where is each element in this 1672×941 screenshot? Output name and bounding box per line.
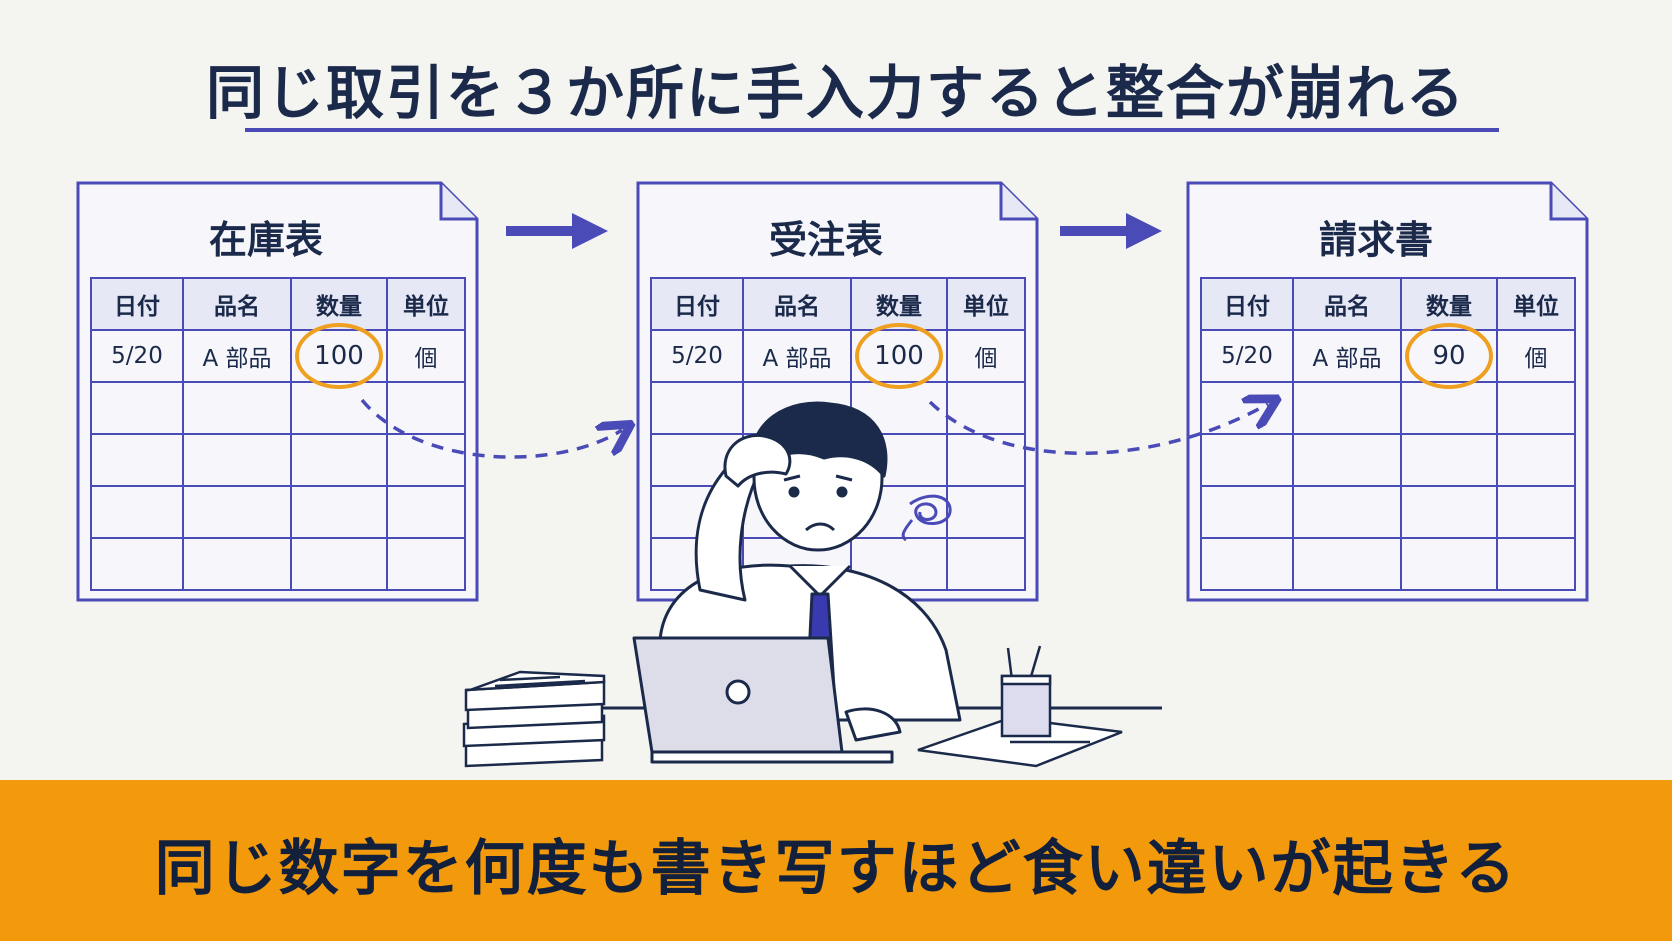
arrow-right-icon [1060, 213, 1162, 249]
column-header-date: 日付 [1200, 277, 1294, 331]
cell-unit: 個 [386, 329, 466, 383]
column-header-date: 日付 [650, 277, 744, 331]
document-title: 受注表 [768, 218, 883, 262]
title-underline [245, 128, 1499, 132]
column-header-item: 品名 [182, 277, 292, 331]
cell-quantity: 100 [290, 323, 388, 389]
column-header-unit: 単位 [386, 277, 466, 331]
table-row [1200, 381, 1576, 435]
confusion-swirl-icon [901, 494, 952, 542]
document-orders: 受注表 日付 品名 数量 単位 5/20 A 部品 100 個 [636, 181, 1039, 602]
table-row [90, 537, 466, 591]
document-title: 請求書 [1318, 218, 1433, 262]
document-invoice: 請求書 日付 品名 数量 単位 5/20 A 部品 90 個 [1186, 181, 1589, 602]
table-row [1200, 485, 1576, 539]
papers-icon [917, 716, 1123, 768]
column-header-unit: 単位 [1496, 277, 1576, 331]
highlight-ring [855, 323, 943, 389]
cell-quantity: 90 [1400, 323, 1498, 389]
column-header-quantity: 数量 [290, 277, 388, 331]
document-table: 日付 品名 数量 単位 5/20 A 部品 90 個 [1200, 277, 1576, 591]
worried-person-icon [632, 401, 962, 764]
document-title: 在庫表 [208, 218, 323, 262]
column-header-date: 日付 [90, 277, 184, 331]
cell-quantity: 100 [850, 323, 948, 389]
table-row [1200, 537, 1576, 591]
arrow-right-icon [506, 213, 608, 249]
cell-unit: 個 [1496, 329, 1576, 383]
cell-date: 5/20 [90, 329, 184, 383]
page-title: 同じ取引を３か所に手入力すると整合が崩れる [205, 59, 1466, 127]
dashed-copy-arrow [360, 398, 622, 459]
table-row [90, 485, 466, 539]
highlight-ring [1405, 323, 1493, 389]
table-header-row: 日付 品名 数量 単位 [1200, 277, 1576, 331]
cell-unit: 個 [946, 329, 1026, 383]
banner-text: 同じ数字を何度も書き写すほど食い違いが起きる [154, 834, 1518, 904]
document-inventory: 在庫表 日付 品名 数量 単位 5/20 A 部品 100 個 [76, 181, 479, 602]
column-header-item: 品名 [742, 277, 852, 331]
paper-stack-icon [462, 670, 606, 768]
dashed-copy-arrow [928, 402, 1268, 455]
table-row: 5/20 A 部品 100 個 [90, 323, 466, 389]
column-header-unit: 単位 [946, 277, 1026, 331]
pen-holder-icon [1000, 645, 1052, 738]
document-table: 日付 品名 数量 単位 5/20 A 部品 100 個 [650, 277, 1026, 591]
table-row [90, 433, 466, 487]
conclusion-banner: 同じ数字を何度も書き写すほど食い違いが起きる [0, 780, 1672, 941]
column-header-item: 品名 [1292, 277, 1402, 331]
table-row: 5/20 A 部品 90 個 [1200, 323, 1576, 389]
cell-date: 5/20 [650, 329, 744, 383]
table-row: 5/20 A 部品 100 個 [650, 323, 1026, 389]
highlight-ring [295, 323, 383, 389]
cell-item: A 部品 [182, 329, 292, 383]
cell-date: 5/20 [1200, 329, 1294, 383]
table-header-row: 日付 品名 数量 単位 [650, 277, 1026, 331]
table-row [1200, 433, 1576, 487]
table-header-row: 日付 品名 数量 単位 [90, 277, 466, 331]
document-table: 日付 品名 数量 単位 5/20 A 部品 100 個 [90, 277, 466, 591]
cell-item: A 部品 [742, 329, 852, 383]
table-row [90, 381, 466, 435]
cell-item: A 部品 [1292, 329, 1402, 383]
column-header-quantity: 数量 [850, 277, 948, 331]
